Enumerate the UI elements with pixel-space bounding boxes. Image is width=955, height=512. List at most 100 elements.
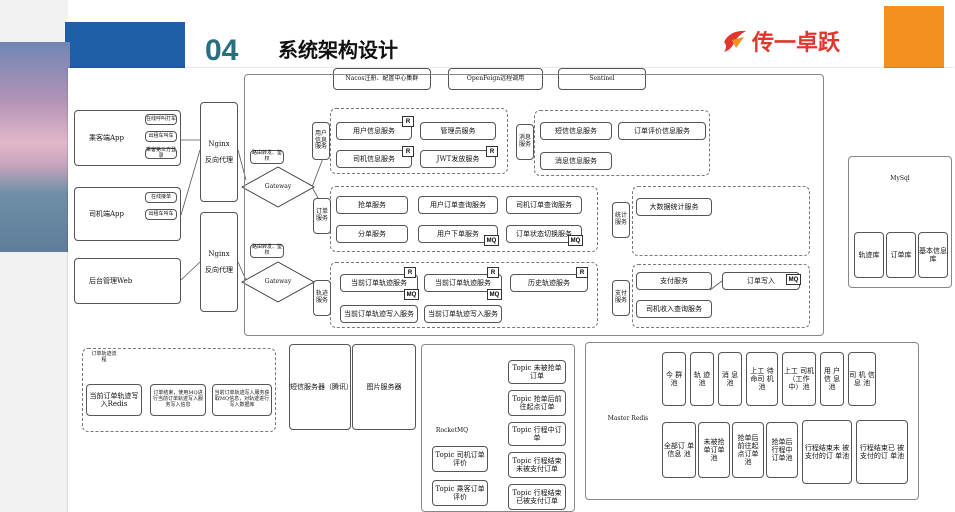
mysql-title: MySql bbox=[890, 175, 910, 182]
sms-info-service: 短信信息服务 bbox=[540, 122, 612, 140]
mq-badge: MQ bbox=[786, 274, 801, 285]
admin-web-box: 后台管理Web bbox=[74, 258, 181, 304]
order-group-label: 订单服务 bbox=[313, 198, 331, 234]
gateway-note-1: 路由转发、鉴权 bbox=[250, 150, 284, 164]
admin-service: 管理员服务 bbox=[420, 122, 496, 140]
order-status-switch-service: 订单状态切换服务 bbox=[506, 225, 582, 243]
message-group-label: 消息服务 bbox=[516, 124, 534, 160]
driver-info-service: 司机信息服务 bbox=[336, 150, 412, 168]
topic-unpaid: Topic 行程结束未被支付订单 bbox=[508, 452, 566, 478]
r-badge: R bbox=[402, 116, 414, 127]
gateway-label-1: Gateway bbox=[264, 183, 292, 190]
nginx-2-role: 反向代理 bbox=[205, 266, 233, 274]
gateway-label-2: Gateway bbox=[264, 278, 292, 285]
flow-step-3: 当前订单轨迹写入服务获取MQ信息，对轨迹进行写入数据库 bbox=[212, 384, 272, 416]
nginx-box-2: Nginx 反向代理 bbox=[200, 212, 238, 312]
payment-service: 支付服务 bbox=[636, 272, 712, 290]
brand-logo-icon bbox=[724, 30, 746, 52]
order-track-flow bbox=[82, 348, 276, 432]
driver-feature-2: 出租车叫车 bbox=[145, 209, 177, 220]
driver-feature-1: 在线接单 bbox=[145, 192, 177, 203]
driver-income-query-service: 司机收入查询服务 bbox=[636, 300, 712, 318]
stats-group-label: 统计服务 bbox=[612, 202, 630, 238]
brand-logo-text: 传一卓跃 bbox=[752, 31, 841, 56]
slide-title: 系统架构设计 bbox=[278, 38, 398, 62]
passenger-feature-3: 乘客第三方登录 bbox=[145, 146, 177, 159]
flow-step-2: 订单结束，使用MQ进行当前订单轨迹写入服务写入信息 bbox=[150, 384, 206, 416]
order-db: 订单库 bbox=[886, 232, 916, 278]
user-info-service: 用户信息服务 bbox=[336, 122, 412, 140]
redis-top-5: 上工 司机 （工作 中）池 bbox=[782, 352, 816, 406]
redis-label: Master Redis bbox=[607, 415, 649, 422]
track-db: 轨迹库 bbox=[854, 232, 884, 278]
driver-app-label: 司机端App bbox=[89, 209, 125, 218]
passenger-app-label: 乘客端App bbox=[89, 133, 125, 142]
user-group bbox=[330, 108, 508, 174]
sentinel-box: Sentinel bbox=[558, 68, 646, 90]
gateway-diamond-2 bbox=[241, 261, 315, 303]
gateway-diamond-1 bbox=[241, 166, 315, 208]
driver-order-query-service: 司机订单查询服务 bbox=[506, 196, 582, 214]
topic-unclaimed-order: Topic 未被抢单订单 bbox=[508, 360, 566, 384]
redis-bottom-5: 行程结束未 被支付的订 单池 bbox=[802, 420, 852, 484]
message-info-service: 消息信息服务 bbox=[540, 152, 612, 170]
redis-bottom-4: 抢单后 行程中 订单池 bbox=[766, 422, 798, 478]
jwt-service: JWT发放服务 bbox=[420, 150, 496, 168]
topic-heading-to-pickup: Topic 抢单后前往起点订单 bbox=[508, 390, 566, 416]
services-boundary bbox=[244, 74, 824, 336]
mq-badge: MQ bbox=[404, 289, 419, 300]
redis-top-1: 今 群 池 bbox=[662, 352, 686, 406]
redis-top-3: 消 息 池 bbox=[718, 352, 742, 406]
flow-title: 订单轨迹流程 bbox=[91, 351, 117, 363]
message-group bbox=[534, 110, 710, 176]
flow-step-1: 当前订单轨迹写入Redis bbox=[86, 384, 142, 416]
sms-server: 短信服务器（腾讯） bbox=[289, 344, 353, 430]
order-review-service: 订单评价信息服务 bbox=[618, 122, 706, 140]
r-badge: R bbox=[486, 146, 498, 157]
grab-order-service: 抢单服务 bbox=[336, 196, 408, 214]
nginx-1-role: 反向代理 bbox=[205, 156, 233, 164]
redis-top-4: 上工 待命司 机池 bbox=[746, 352, 778, 406]
current-track-write-service-2: 当前订单轨迹写入服务 bbox=[424, 305, 502, 323]
current-track-write-service-1: 当前订单轨迹写入服务 bbox=[340, 305, 418, 323]
r-badge: R bbox=[576, 267, 588, 278]
mq-badge: MQ bbox=[484, 235, 499, 246]
redis-bottom-2: 未被抢 单订单 池 bbox=[698, 422, 730, 478]
r-badge: R bbox=[404, 267, 416, 278]
nacos-box: Nacos注册、配置中心集群 bbox=[333, 68, 431, 90]
passenger-feature-2: 出租车叫车 bbox=[145, 131, 177, 142]
nginx-1-name: Nginx bbox=[208, 139, 230, 148]
bigdata-stats-service: 大数据统计服务 bbox=[636, 198, 712, 216]
base-info-db: 基本信息库 bbox=[918, 232, 948, 278]
topic-paid: Topic 行程结束已被支付订单 bbox=[508, 484, 566, 510]
redis-top-2: 轨 迹 池 bbox=[690, 352, 714, 406]
rocketmq-label: RocketMQ bbox=[435, 427, 469, 434]
brand-logo: 传一卓跃 bbox=[722, 24, 872, 58]
slide-number: 04 bbox=[205, 34, 239, 67]
header-blue-block bbox=[65, 22, 185, 72]
redis-bottom-1: 全部订 单信息 池 bbox=[662, 422, 696, 478]
user-order-query-service: 用户订单查询服务 bbox=[418, 196, 498, 214]
image-server: 图片服务器 bbox=[352, 344, 416, 430]
r-badge: R bbox=[402, 146, 414, 157]
topic-driver-review: Topic 司机订单评价 bbox=[432, 446, 488, 472]
redis-top-6: 用 户 信 息 池 bbox=[820, 352, 844, 406]
gateway-note-2: 路由转发、鉴权 bbox=[250, 244, 284, 258]
nginx-box-1: Nginx 反向代理 bbox=[200, 102, 238, 202]
pay-group bbox=[632, 264, 810, 328]
dispatch-service: 分单服务 bbox=[336, 225, 408, 243]
r-badge: R bbox=[487, 267, 499, 278]
redis-top-7: 司 机 信 息 池 bbox=[848, 352, 876, 406]
redis-bottom-3: 抢单后 前往起 点订单 池 bbox=[732, 422, 764, 478]
stats-group bbox=[632, 186, 810, 256]
openfeign-box: OpenFeign远程调用 bbox=[448, 68, 543, 90]
user-place-order-service: 用户下单服务 bbox=[418, 225, 498, 243]
mq-badge: MQ bbox=[487, 289, 502, 300]
slide-header-bg bbox=[68, 0, 955, 72]
topic-passenger-review: Topic 乘客订单评价 bbox=[432, 480, 488, 506]
nginx-2-name: Nginx bbox=[208, 249, 230, 258]
topic-in-trip: Topic 行程中订单 bbox=[508, 422, 566, 446]
header-orange-block bbox=[884, 6, 944, 68]
current-track-service-1: 当前订单轨迹服务 bbox=[340, 274, 418, 292]
